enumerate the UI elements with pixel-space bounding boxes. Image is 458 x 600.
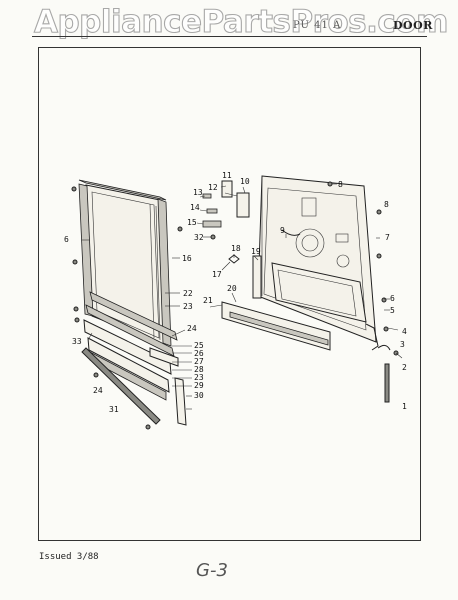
callout-2: 2: [402, 363, 407, 372]
callout-33: 6: [64, 235, 69, 244]
bottom-trim-strips: [81, 291, 187, 426]
callout-8b: 8: [384, 200, 389, 209]
outer-door-panel: [85, 184, 166, 346]
callout-26: 26: [194, 349, 204, 358]
callout-17: 17: [212, 270, 222, 279]
callout-28: 23: [194, 373, 204, 382]
callout-4: 4: [402, 327, 407, 336]
callout-12: 12: [208, 183, 218, 192]
page-number: G-3: [196, 560, 228, 581]
callout-18: 18: [231, 244, 241, 253]
callout-23: 23: [183, 302, 193, 311]
diagram-code: PU 41 A: [293, 20, 342, 31]
callout-25: 25: [194, 341, 204, 350]
callout-14: 14: [190, 203, 200, 212]
callout-6: 6: [390, 294, 395, 303]
callout-labels: 1 2 3 4 5 6 7 8 8 9 10 11 12 13 14 15 16…: [64, 171, 407, 414]
callout-19: 19: [251, 247, 261, 256]
callout-6b: 24: [93, 386, 103, 395]
callout-27: 28: [194, 365, 204, 374]
callout-8: 8: [338, 180, 343, 189]
leader-lines-right: [196, 183, 403, 359]
callout-17b: 27: [194, 357, 204, 366]
control-panel-bar: [221, 301, 331, 351]
callout-32: 33: [72, 337, 82, 346]
callout-22: 22: [183, 289, 193, 298]
callout-24: 24: [187, 324, 197, 333]
callout-11: 11: [222, 171, 232, 180]
callout-16: 16: [182, 254, 192, 263]
header-rule: [32, 36, 427, 37]
door-trim-right: [157, 198, 172, 347]
callout-13: 13: [193, 188, 203, 197]
latch-components: [202, 180, 262, 299]
callout-3: 3: [400, 340, 405, 349]
issued-date: Issued 3/88: [39, 552, 99, 562]
hinge-assembly: [365, 323, 391, 403]
callout-31: 32: [194, 233, 204, 242]
callout-1: 1: [402, 402, 407, 411]
detergent-dispenser: [271, 262, 367, 323]
door-trim-left: [78, 183, 94, 317]
callout-10: 10: [240, 177, 250, 186]
diagram-frame: [38, 47, 421, 541]
callout-21: 21: [203, 296, 213, 305]
door-trim-top: [78, 179, 167, 201]
watermark-logo: AppliancePartsPros.com: [33, 3, 448, 40]
callout-9: 9: [280, 226, 285, 235]
leader-lines-left: [82, 239, 192, 410]
callout-5: 5: [390, 306, 395, 315]
callout-30: 31: [109, 405, 119, 414]
callout-29: 30: [194, 391, 204, 400]
callout-15: 15: [187, 218, 197, 227]
callout-23b: 29: [194, 381, 204, 390]
callout-20: 20: [227, 284, 237, 293]
diagram-title: DOOR: [393, 19, 433, 32]
callout-7: 7: [385, 233, 390, 242]
